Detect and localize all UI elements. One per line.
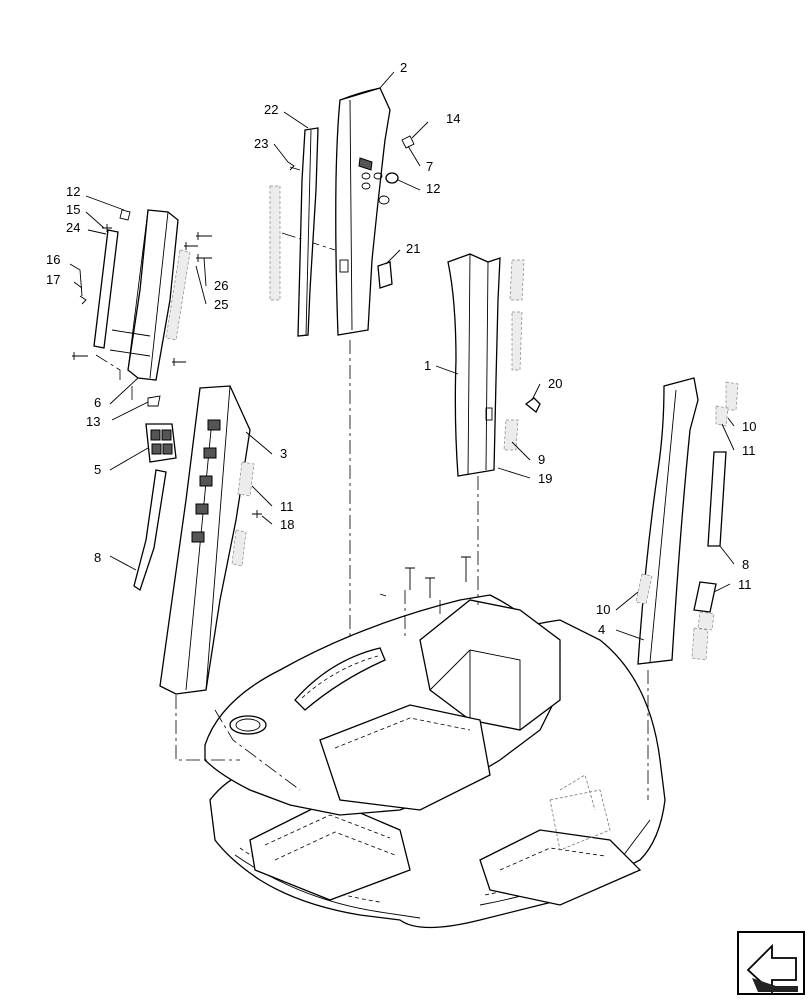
- callout-26: 26: [214, 278, 228, 293]
- part-1-pillar-trim: [447, 253, 525, 477]
- part-8-left-strip: [133, 469, 167, 592]
- callout-7: 7: [426, 159, 433, 174]
- part-6-bracket: [109, 209, 191, 381]
- callout-11-bottom: 11: [738, 577, 752, 592]
- callout-5: 5: [94, 462, 101, 477]
- part-5-switch-panel: [145, 423, 177, 463]
- callout-11-top: 11: [742, 443, 756, 458]
- callout-4: 4: [598, 622, 605, 637]
- cab-floor-assembly: [204, 556, 666, 929]
- callout-1: 1: [424, 358, 431, 373]
- callout-12-left: 12: [66, 184, 80, 199]
- part-24-strip: [93, 229, 119, 349]
- callout-19: 19: [538, 471, 552, 486]
- part-9-tape: [503, 419, 519, 451]
- callout-17: 17: [46, 272, 60, 287]
- callout-21: 21: [406, 241, 420, 256]
- callout-11-left: 11: [280, 499, 294, 514]
- callout-labels: 2 22 23 14 7 12 21 12 15 24 16 17 26 25 …: [46, 60, 756, 637]
- callout-8-right: 8: [742, 557, 749, 572]
- callout-8-left: 8: [94, 550, 101, 565]
- callout-9: 9: [538, 452, 545, 467]
- part-3-pillar-trim: [159, 385, 255, 695]
- leader-lines: [69, 71, 735, 641]
- callout-20: 20: [548, 376, 562, 391]
- callout-24: 24: [66, 220, 80, 235]
- callout-3: 3: [280, 446, 287, 461]
- part-4-pillar-trim: [635, 377, 739, 665]
- callout-22: 22: [264, 102, 278, 117]
- part-2-pillar-trim: [335, 87, 391, 336]
- callout-6: 6: [94, 395, 101, 410]
- callout-13: 13: [86, 414, 100, 429]
- callout-18: 18: [280, 517, 294, 532]
- callout-12-top: 12: [426, 181, 440, 196]
- small-fasteners: [72, 135, 415, 518]
- part-20-clip: [524, 397, 541, 414]
- callout-16: 16: [46, 252, 60, 267]
- callout-14: 14: [446, 111, 460, 126]
- callout-10-bottom: 10: [596, 602, 610, 617]
- callout-25: 25: [214, 297, 228, 312]
- callout-10-top: 10: [742, 419, 756, 434]
- part-22-seal: [297, 127, 319, 337]
- forward-arrow-icon[interactable]: [737, 931, 805, 995]
- callout-23: 23: [254, 136, 268, 151]
- callout-2: 2: [400, 60, 407, 75]
- callout-15: 15: [66, 202, 80, 217]
